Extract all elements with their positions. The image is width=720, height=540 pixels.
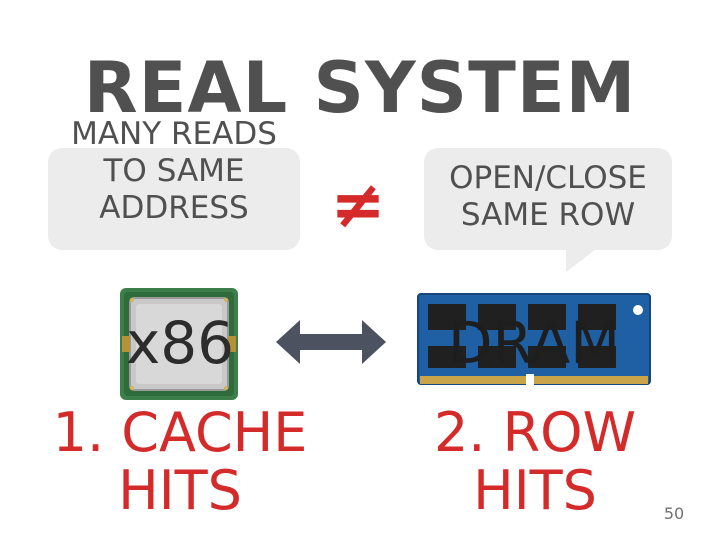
dram-module-icon [417, 293, 651, 386]
right-bubble-tail [566, 246, 600, 272]
slide-title: REAL SYSTEM [83, 47, 637, 129]
dram-label: DRAM [447, 309, 621, 377]
left-bubble-text: MANY READS TO SAME ADDRESS [71, 116, 277, 226]
cpu-label: x86 [125, 309, 235, 377]
not-equal-sign: ≠ [330, 166, 386, 243]
cpu-chip-icon [120, 288, 238, 400]
cache-hits-caption: 1. CACHE HITS [52, 401, 308, 522]
left-speech-bubble [48, 148, 300, 250]
page-number: 50 [663, 504, 685, 523]
double-arrow-icon [276, 320, 386, 364]
right-bubble-text: OPEN/CLOSE SAME ROW [449, 160, 647, 233]
right-speech-bubble [424, 148, 672, 250]
row-hits-caption: 2. ROW HITS [433, 401, 637, 522]
